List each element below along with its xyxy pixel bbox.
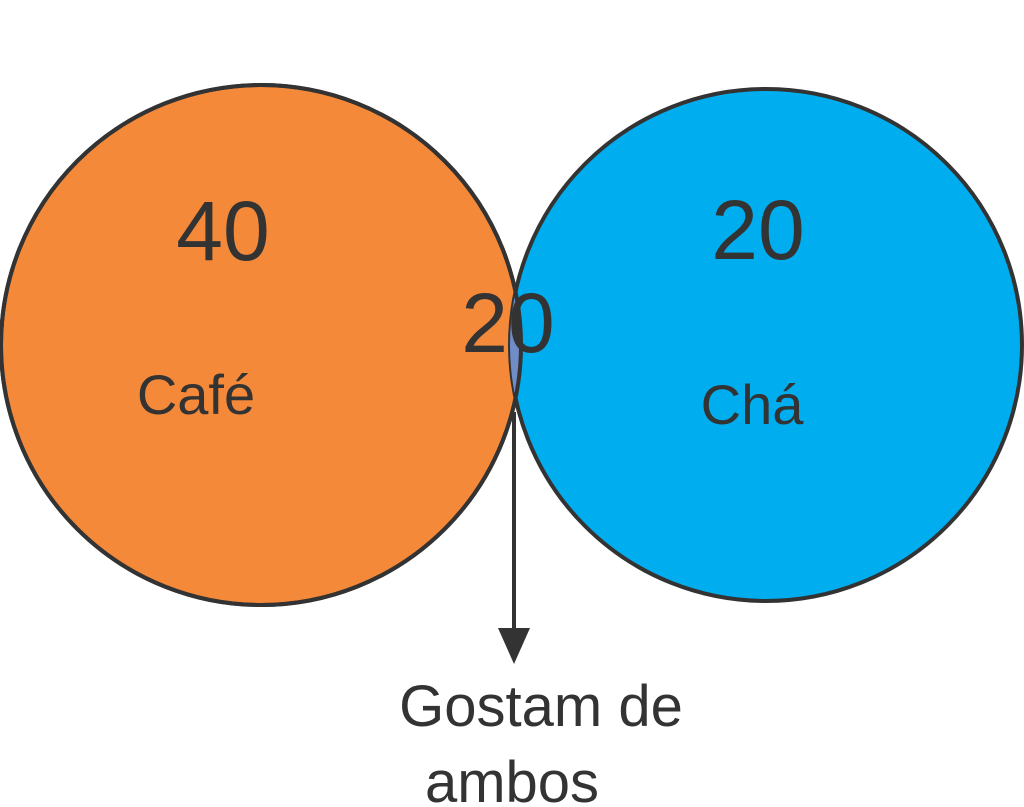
cafe-label: Café xyxy=(137,363,255,426)
cafe-circle xyxy=(0,83,523,607)
cafe-count: 40 xyxy=(176,184,269,278)
overlap-count: 20 xyxy=(461,276,554,370)
cha-count: 20 xyxy=(711,183,804,277)
caption-line-2: ambos xyxy=(425,750,599,807)
cafe-circle-outline xyxy=(0,83,523,607)
cha-circle xyxy=(508,87,1024,603)
cha-label: Chá xyxy=(701,373,805,436)
caption-line-1: Gostam de xyxy=(399,674,683,739)
arrow-head-icon xyxy=(498,628,530,664)
